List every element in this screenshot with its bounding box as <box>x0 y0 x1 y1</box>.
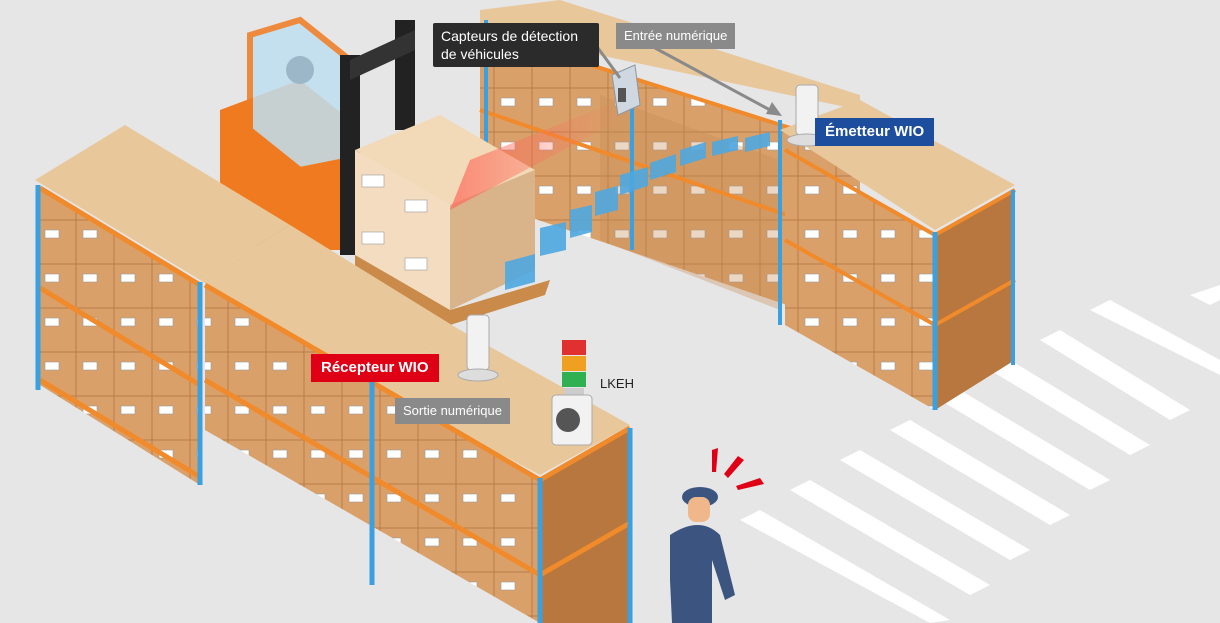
shelf-left <box>35 125 290 485</box>
wio-receiver-icon <box>457 314 499 382</box>
crosswalk <box>740 285 1220 623</box>
worker-icon <box>670 487 735 623</box>
label-signal-tower: LKEH <box>600 376 634 391</box>
label-vehicle-sensors: Capteurs de détection de véhicules <box>433 23 599 67</box>
label-digital-output: Sortie numérique <box>395 398 510 424</box>
wireless-signal <box>505 132 770 290</box>
shelf-right <box>780 100 1016 410</box>
alert-marks-icon <box>712 448 764 490</box>
sensor-beam <box>450 100 620 210</box>
label-wio-receiver: Récepteur WIO <box>311 354 439 382</box>
label-digital-input: Entrée numérique <box>616 23 736 49</box>
label-wio-transmitter: Émetteur WIO <box>815 118 935 146</box>
signal-tower-icon <box>551 340 593 446</box>
